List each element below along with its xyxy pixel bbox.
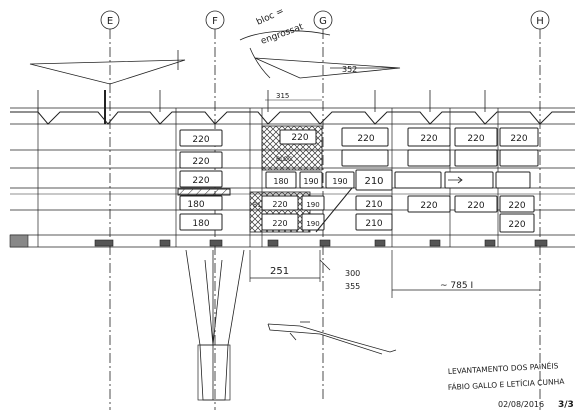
dim-bottom-mid-2: 355 bbox=[345, 282, 360, 291]
dim-bottom-mid-1: 300 bbox=[345, 269, 360, 278]
diagonal-stroke bbox=[315, 187, 353, 233]
blocks-row-mid bbox=[265, 169, 531, 191]
axis-label-e: E bbox=[107, 16, 113, 27]
title-sheet: 3/3 bbox=[558, 400, 574, 410]
post-ticks bbox=[37, 90, 486, 124]
tag-bloc: BLOC bbox=[276, 156, 292, 163]
dim-top-small: 315 bbox=[276, 92, 289, 100]
arrow-mid bbox=[448, 176, 463, 184]
dim-bottom-left: 251 bbox=[270, 266, 289, 277]
title-line-2: FÁBIO GALLO E LETÍCIA CUNHA bbox=[448, 377, 566, 392]
axis-label-g: G bbox=[319, 16, 327, 27]
block-f-3: 220 bbox=[192, 176, 209, 186]
block-f-2: 220 bbox=[192, 157, 209, 167]
block-upper-1: 220 bbox=[291, 133, 308, 143]
top-sketch-shapes bbox=[29, 30, 401, 85]
roof-profile bbox=[10, 111, 575, 125]
detail-sketch bbox=[267, 321, 397, 355]
block-low-9: 220 bbox=[508, 220, 525, 230]
block-f-5: 180 bbox=[192, 219, 209, 229]
column-base bbox=[197, 344, 231, 401]
block-low-4: 190 bbox=[306, 220, 319, 228]
block-upper-3: 220 bbox=[420, 134, 437, 144]
block-mid-3: 190 bbox=[332, 177, 347, 186]
block-low-1: 220 bbox=[272, 200, 287, 209]
block-mid-5: 210 bbox=[365, 200, 382, 210]
block-f-1: 220 bbox=[192, 135, 209, 145]
dim-bottom-right: ~ 785 I bbox=[440, 281, 473, 291]
block-upper-4: 220 bbox=[467, 134, 484, 144]
dim-top-right: 352 bbox=[342, 65, 357, 74]
block-mid-2: 190 bbox=[303, 177, 318, 186]
block-f-4: 180 bbox=[187, 200, 204, 210]
tag-b1: B1 bbox=[253, 202, 261, 209]
block-low-6: 220 bbox=[420, 201, 437, 211]
blocks-row-upper bbox=[279, 127, 539, 167]
axis-label-f: F bbox=[212, 16, 218, 27]
bottom-supports bbox=[9, 234, 548, 248]
block-mid-1: 180 bbox=[273, 177, 288, 186]
block-upper-5: 220 bbox=[510, 134, 527, 144]
block-low-7: 220 bbox=[467, 201, 484, 211]
block-low-3: 190 bbox=[306, 201, 319, 209]
annotation-bloc: bloc = bbox=[255, 6, 286, 27]
block-low-5: 210 bbox=[365, 219, 382, 229]
hatched-region bbox=[249, 125, 323, 233]
block-upper-2: 220 bbox=[357, 134, 374, 144]
title-date: 02/08/2016 bbox=[498, 400, 544, 409]
blocks-row-low bbox=[261, 195, 535, 233]
blocks-col-f bbox=[177, 129, 231, 231]
block-low-8: 220 bbox=[508, 201, 525, 211]
block-low-2: 220 bbox=[272, 219, 287, 228]
axis-label-h: H bbox=[536, 16, 544, 27]
annotation-engrossat: engrossat bbox=[260, 22, 306, 47]
title-line-1: LEVANTAMENTO DOS PAINÉIS bbox=[448, 361, 559, 376]
dimension-lines bbox=[249, 250, 540, 298]
elevation-bands bbox=[10, 107, 575, 248]
block-mid-4: 210 bbox=[364, 176, 383, 187]
